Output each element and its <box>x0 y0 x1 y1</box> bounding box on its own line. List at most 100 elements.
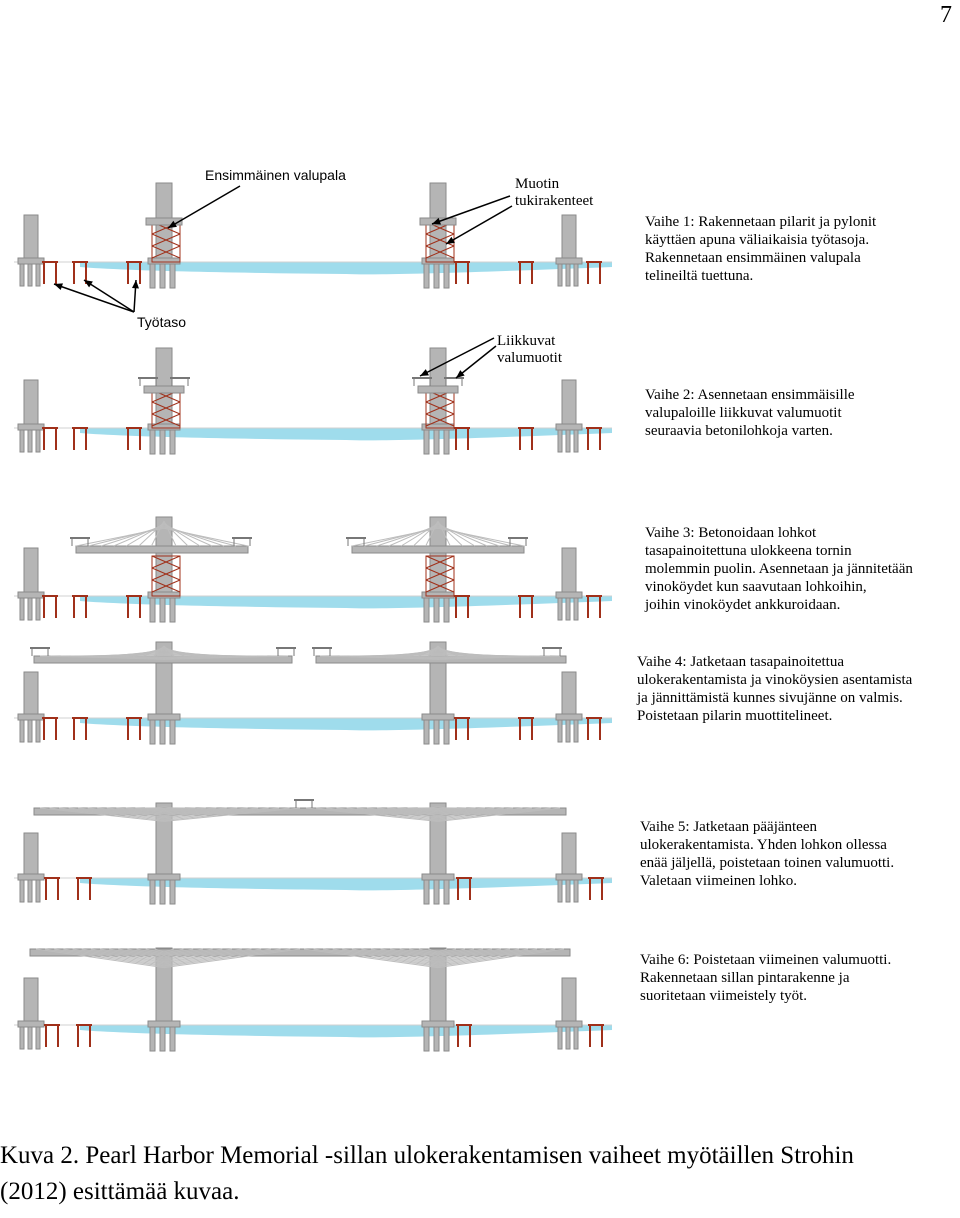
stage-6-line-3: suoritetaan viimeistely työt. <box>640 988 808 1004</box>
stage-1-text: Vaihe 1: Rakennetaan pilarit ja pylonit … <box>645 213 876 285</box>
stage-3-line-3: molemmin puolin. Asennetaan ja jännitetä… <box>645 561 913 577</box>
stage-5-left-cable-left <box>97 807 165 815</box>
stage-5-right-cable-left <box>346 807 439 818</box>
stage-4-tower-right-pile <box>443 719 450 745</box>
stage-6-left-cable-left <box>63 948 165 965</box>
callout-form-supports-line-2: tukirakenteet <box>515 193 594 209</box>
stage-5-left-cable-left <box>87 807 165 816</box>
stage-2-tower-right-pile <box>433 429 440 455</box>
stage-6-left-cable-left <box>81 948 165 963</box>
stage-2-deck-left <box>143 385 185 394</box>
stage-6-line-2: Rakennetaan sillan pintarakenne ja <box>640 970 850 986</box>
stage-6-left-cable-right <box>163 948 262 964</box>
stage-6-left-cable-left <box>90 948 165 961</box>
stage-4-pier-left-pile <box>27 719 33 743</box>
stage-5-left-cable-right <box>163 807 227 814</box>
stage-6-right-cable-right <box>437 948 457 954</box>
stage-2-pier-left <box>23 379 39 429</box>
stage-1-tower-left-pile <box>169 263 176 289</box>
stage-4-tower-left-cap <box>147 713 181 721</box>
stage-2-tower-right-pile <box>443 429 450 455</box>
stage-6-pier-right <box>561 977 577 1026</box>
stage-5-left-cable-left <box>106 807 165 814</box>
stage-5-right-cable-right <box>437 807 485 813</box>
stage-6-tower-left-cap <box>147 1020 181 1028</box>
stage-5-pier-right-pile <box>573 879 579 903</box>
callout-movable-forms-line-1: Liikkuvat <box>497 333 556 349</box>
stage-6-right-cable-left <box>409 948 439 955</box>
stage-3-scaffold-right-brace <box>425 567 455 581</box>
stage-4-line-2: ulokerakentamista ja vinoköysien asentam… <box>637 672 913 688</box>
stage-3-scaffold-left-brace <box>151 567 181 581</box>
stage-5-left-cable-left <box>68 807 165 819</box>
stage-6-right-cable-right <box>437 948 466 955</box>
stage-4-text: Vaihe 4: Jatketaan tasapainoitettua ulok… <box>637 653 912 725</box>
stage-5-pier-left-pile <box>27 879 33 903</box>
stage-6-tower-left-pile <box>149 1026 156 1052</box>
stage-6-right-cable-right <box>437 948 547 966</box>
stage-1-pier-left-pile <box>35 263 41 287</box>
stage-3-pier-left-cap <box>17 591 45 599</box>
stage-6-right-cable-right <box>437 948 493 959</box>
stage-4-pier-left-pile <box>19 719 25 743</box>
stage-5-left-cable-right <box>163 807 269 819</box>
stage-5-left-cable-left <box>39 807 165 822</box>
stage-5-right-cable-right <box>437 807 551 821</box>
stage-5-right-cable-left <box>336 807 439 819</box>
stage-3-line-4: vinoköydet kun saavutaan lohkoihin, <box>645 579 867 595</box>
stage-2-tower-left-pile <box>149 429 156 455</box>
stage-5-left-cable-right <box>163 807 301 822</box>
figure-caption: Kuva 2. Pearl Harbor Memorial -sillan ul… <box>0 1138 960 1210</box>
stage-1-tower-right-pile <box>433 263 440 289</box>
stage-6-left-cable-right <box>163 948 281 966</box>
stage-5-right-cable-left <box>387 807 439 813</box>
stage-6-right-cable-left <box>361 948 439 961</box>
stage-6-tower-right-pile <box>433 1026 440 1052</box>
stage-1-pier-left-pile <box>27 263 33 287</box>
stage-3-tower-left-cap <box>147 591 181 599</box>
stage-5-right-cable-right <box>437 807 532 819</box>
stage-5-tower-right-pile <box>433 879 440 905</box>
callout-movable-forms: Liikkuvat valumuotit <box>497 333 562 367</box>
stage-2-pier-right <box>561 379 577 429</box>
stage-3-tower-left-pile <box>159 597 166 623</box>
stage-6-tower-right-cap <box>421 1020 455 1028</box>
stage-6-tower-right-pile <box>423 1026 430 1052</box>
stage-4-pier-left-cap <box>17 713 45 721</box>
stage-2-scaffold-left-brace <box>151 413 181 427</box>
callout-form-supports-line-1: Muotin <box>515 176 560 192</box>
stage-5-pier-right <box>561 832 577 879</box>
stage-1-scaffold-right-brace <box>425 233 455 247</box>
figure-caption-line-2: (2012) esittämää kuvaa. <box>0 1178 240 1205</box>
stage-5-tower-left-pile <box>169 879 176 905</box>
stage-6-pier-left <box>23 977 39 1026</box>
callout-form-supports: Muotin tukirakenteet <box>515 176 593 210</box>
stage-2-line-3: seuraavia betonilohkoja varten. <box>645 423 833 439</box>
stage-5-line-4: Valetaan viimeinen lohko. <box>640 873 798 889</box>
stage-5-tower-left-pile <box>149 879 156 905</box>
stage-1-line-4: telineiltä tuettuna. <box>645 268 754 284</box>
stage-6-right-cable-right <box>437 948 448 953</box>
stage-4-right-cable-left <box>319 655 439 660</box>
stage-6-pier-left-pile <box>35 1026 41 1050</box>
stage-4-pier-right-pile <box>573 719 579 743</box>
stage-6-left-cable-left <box>54 948 165 966</box>
stage-6-right-cable-left <box>313 948 439 967</box>
stage-3-text: Vaihe 3: Betonoidaan lohkot tasapainoite… <box>645 524 913 614</box>
stage-3-right-cable-left <box>376 525 439 547</box>
stage-3-deck-left <box>75 545 249 554</box>
stage-6-left-cable-right <box>163 948 194 955</box>
callout-first-pour: Ensimmäinen valupala <box>205 167 346 183</box>
stage-3-right-cable-right <box>437 526 512 547</box>
arrow-form-support-1-head <box>432 217 441 225</box>
stage-5-right-cable-right <box>437 807 514 816</box>
stage-1-scaffold-left-brace <box>151 233 181 247</box>
stage-2-scaffold-right-brace <box>425 401 455 415</box>
stage-1-pier-right <box>561 214 577 263</box>
stage-4-pier-right <box>561 671 577 719</box>
stage-6-right-cable-left <box>399 948 439 957</box>
stage-6-pier-right-pile <box>573 1026 579 1050</box>
stage-5-left-cable-right <box>163 807 217 813</box>
stage-6-right-cable-left <box>323 948 439 966</box>
stage-5-right-cable-left <box>356 807 439 816</box>
